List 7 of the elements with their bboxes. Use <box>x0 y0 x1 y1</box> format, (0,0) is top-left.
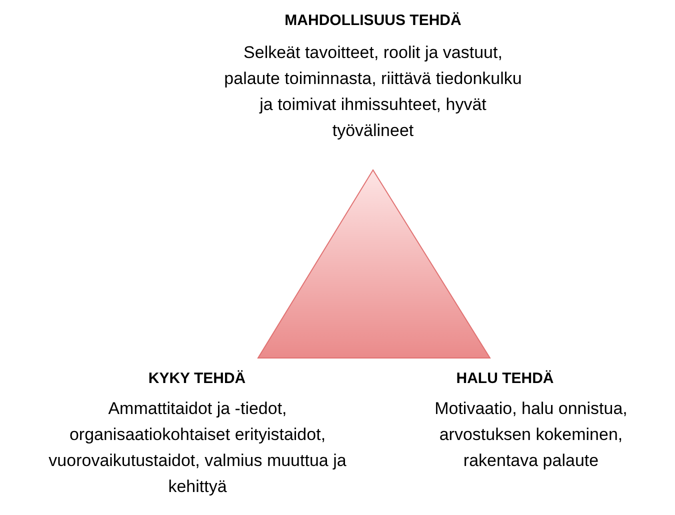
description-text: Ammattitaidot ja -tiedot, organisaatiokohtaiset erityistaidot, vuorovaikutustaidot, valmius muuttua ja kehittyä <box>48 398 348 498</box>
description-text: Selkeät tavoitteet, roolit ja vastuut, palaute toiminnasta, riittävä tiedonkulku ja toimivat ihmissuhteet, hyvät työvälineet <box>223 42 523 142</box>
description-text: Motivaatio, halu onnistua, arvostuksen kokeminen, rakentava palaute <box>434 398 628 472</box>
heading: MAHDOLLISUUS TEHDÄ <box>284 12 462 29</box>
triangle-shape <box>257 169 491 358</box>
heading: HALU TEHDÄ <box>455 370 555 387</box>
heading: KYKY TEHDÄ <box>147 370 247 387</box>
